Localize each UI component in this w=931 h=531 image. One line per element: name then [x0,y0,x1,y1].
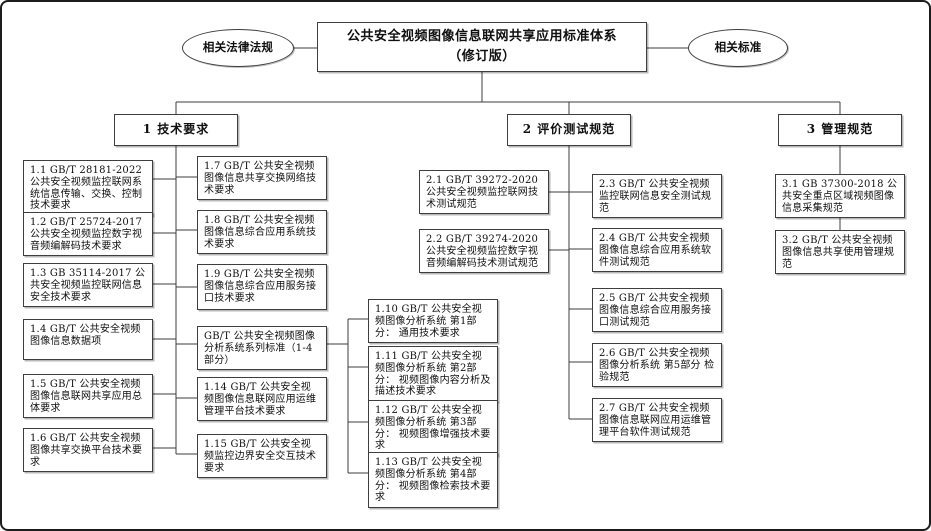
std-box-1-8: 1.8 GB/T 公共安全视频图像信息综合应用系统技术要求 [197,210,327,255]
related-laws-ellipse: 相关法律法规 [182,29,294,67]
std-box-2-2: 2.2 GB/T 39274-2020 公共安全视频监控数字视音频编解码技术测试… [419,229,549,274]
std-box-1-11: 1.11 GB/T 公共安全视频图像分析系统 第2部分： 视频图像内容分析及描述… [368,346,498,403]
std-box-2-4: 2.4 GB/T 公共安全视频图像信息综合应用系统软件测试规范 [592,228,722,273]
diagram-title: 公共安全视频图像信息联网共享应用标准体系 [346,28,617,44]
std-box-analysis-series: GB/T 公共安全视频图像分析系统系列标准（1-4部分） [197,326,327,371]
std-box-2-7: 2.7 GB/T 公共安全视频图像信息联网应用运维管理平台软件测试规范 [592,398,722,443]
std-box-1-6: 1.6 GB/T 公共安全视频图像共享交换平台技术要求 [23,428,153,473]
branch-management-specs: 3 管理规范 [778,114,902,146]
diagram-subtitle: （修订版） [448,49,516,64]
std-box-3-1: 3.1 GB 37300-2018 公共安全重点区域视频图像信息采集规范 [775,174,905,219]
std-box-1-7: 1.7 GB/T 公共安全视频图像信息共享交换网络技术要求 [197,156,327,201]
branch-evaluation-test-specs: 2 评价测试规范 [507,114,631,146]
std-box-1-13: 1.13 GB/T 公共安全视频图像分析系统 第4部分： 视频图像检索技术要求 [368,452,498,509]
std-box-1-1: 1.1 GB/T 28181-2022 公共安全视频监控联网系统信息传输、交换、… [23,160,153,217]
std-box-1-9: 1.9 GB/T 公共安全视频图像信息综合应用服务接口技术要求 [197,264,327,310]
std-box-1-14: 1.14 GB/T 公共安全视频图像信息联网应用运维管理平台技术要求 [197,377,327,422]
std-box-2-6: 2.6 GB/T 公共安全视频图像分析系统 第5部分 检验规范 [592,343,722,388]
std-box-1-15: 1.15 GB/T 公共安全视频监控边界安全交互技术要求 [197,434,327,479]
branch-technical-requirements: 1 技术要求 [114,114,238,146]
std-box-2-1: 2.1 GB/T 39272-2020 公共安全视频监控联网技术测试规范 [419,170,549,215]
related-standards-ellipse: 相关标准 [688,29,788,67]
std-box-3-2: 3.2 GB/T 公共安全视频图像信息共享使用管理规范 [775,230,905,275]
std-box-1-3: 1.3 GB 35114-2017 公共安全视频监控联网信息安全技术要求 [23,263,153,308]
std-box-1-5: 1.5 GB/T 公共安全视频图像信息联网共享应用总体要求 [23,374,153,419]
std-box-1-10: 1.10 GB/T 公共安全视频图像分析系统 第1部分： 通用技术要求 [368,299,498,344]
std-box-1-2: 1.2 GB/T 25724-2017 公共安全视频监控数字视音频编解码技术要求 [23,212,153,257]
diagram-title-box: 公共安全视频图像信息联网共享应用标准体系 （修订版） [317,22,647,72]
std-box-2-3: 2.3 GB/T 公共安全视频监控联网信息安全测试规范 [592,174,722,219]
std-box-1-4: 1.4 GB/T 公共安全视频图像信息数据项 [23,319,153,360]
std-box-1-12: 1.12 GB/T 公共安全视频图像分析系统 第3部分： 视频图像增强技术要求 [368,400,498,457]
std-box-2-5: 2.5 GB/T 公共安全视频图像信息综合应用服务接口测试规范 [592,288,722,333]
